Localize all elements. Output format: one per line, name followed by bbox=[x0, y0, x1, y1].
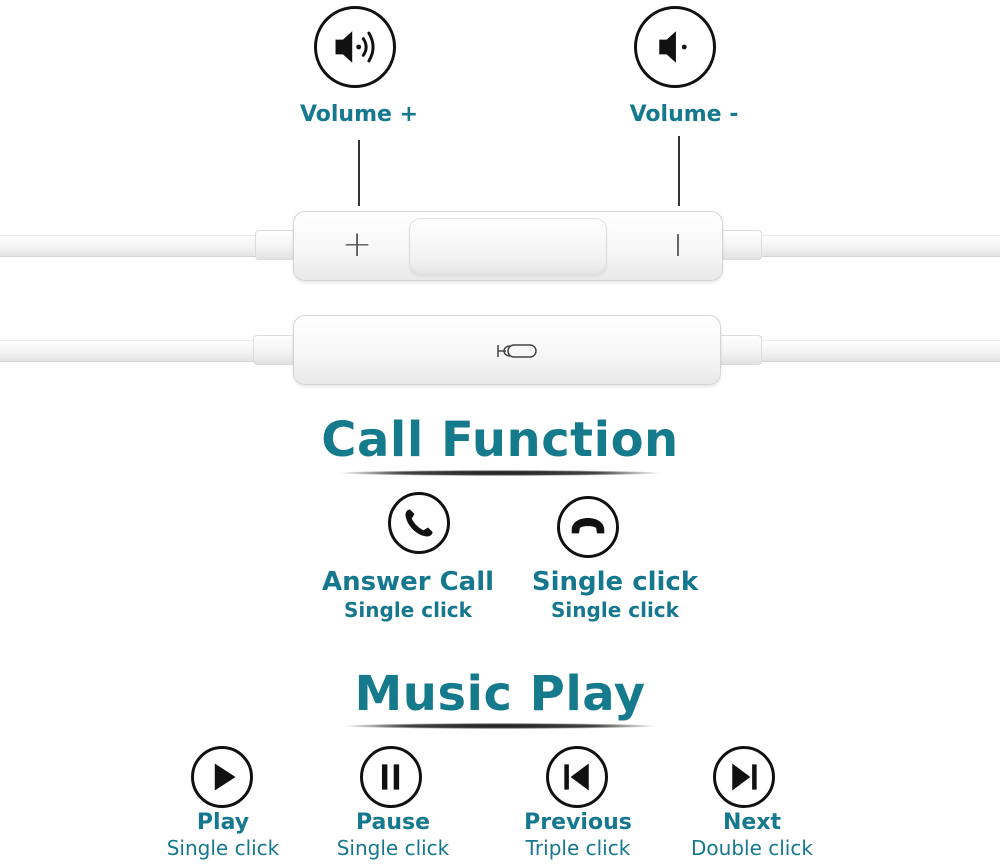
volume-up-label: Volume + bbox=[299, 102, 419, 127]
microphone-remote-housing bbox=[293, 315, 721, 385]
minus-symbol bbox=[677, 234, 679, 256]
upper-cable-right bbox=[760, 235, 1000, 257]
play-action: Single click bbox=[166, 836, 280, 860]
call-function-title: Call Function bbox=[321, 412, 679, 468]
answer-call-action: Single click bbox=[344, 598, 472, 622]
volume-down-icon bbox=[634, 6, 716, 88]
hangup-label: Single click bbox=[531, 567, 699, 597]
next-action: Double click bbox=[691, 836, 813, 860]
lower-cable-right bbox=[760, 340, 1000, 362]
call-function-underline bbox=[340, 470, 660, 476]
hangup-action: Single click bbox=[551, 598, 679, 622]
upper-collar-left bbox=[255, 230, 295, 260]
play-label: Play bbox=[196, 810, 250, 835]
answer-call-label: Answer Call bbox=[321, 567, 495, 597]
play-icon bbox=[191, 746, 253, 808]
volume-up-button[interactable]: + bbox=[314, 220, 404, 272]
previous-action: Triple click bbox=[525, 836, 631, 860]
next-label: Next bbox=[722, 810, 782, 835]
upper-collar-right bbox=[720, 230, 762, 260]
music-play-title: Music Play bbox=[354, 666, 646, 722]
previous-icon bbox=[546, 746, 608, 808]
volume-remote-housing: + bbox=[293, 211, 723, 281]
pause-icon bbox=[360, 746, 422, 808]
pause-label: Pause bbox=[355, 810, 431, 835]
next-icon bbox=[713, 746, 775, 808]
lower-cable-left bbox=[0, 340, 262, 362]
lower-collar-right bbox=[718, 335, 762, 365]
volume-down-label: Volume - bbox=[629, 102, 739, 127]
phone-hangup-icon bbox=[557, 496, 619, 558]
pause-action: Single click bbox=[336, 836, 450, 860]
phone-answer-icon bbox=[388, 492, 450, 554]
music-play-underline bbox=[345, 723, 655, 729]
volume-down-pointer-line bbox=[678, 136, 680, 206]
center-button[interactable] bbox=[409, 218, 607, 276]
plus-symbol: + bbox=[342, 224, 373, 265]
volume-up-icon bbox=[314, 6, 396, 88]
upper-cable-left bbox=[0, 235, 262, 257]
previous-label: Previous bbox=[524, 810, 632, 835]
volume-down-button[interactable] bbox=[624, 220, 714, 272]
volume-up-pointer-line bbox=[358, 140, 360, 206]
lower-collar-left bbox=[253, 335, 295, 365]
microphone-icon bbox=[497, 344, 537, 358]
